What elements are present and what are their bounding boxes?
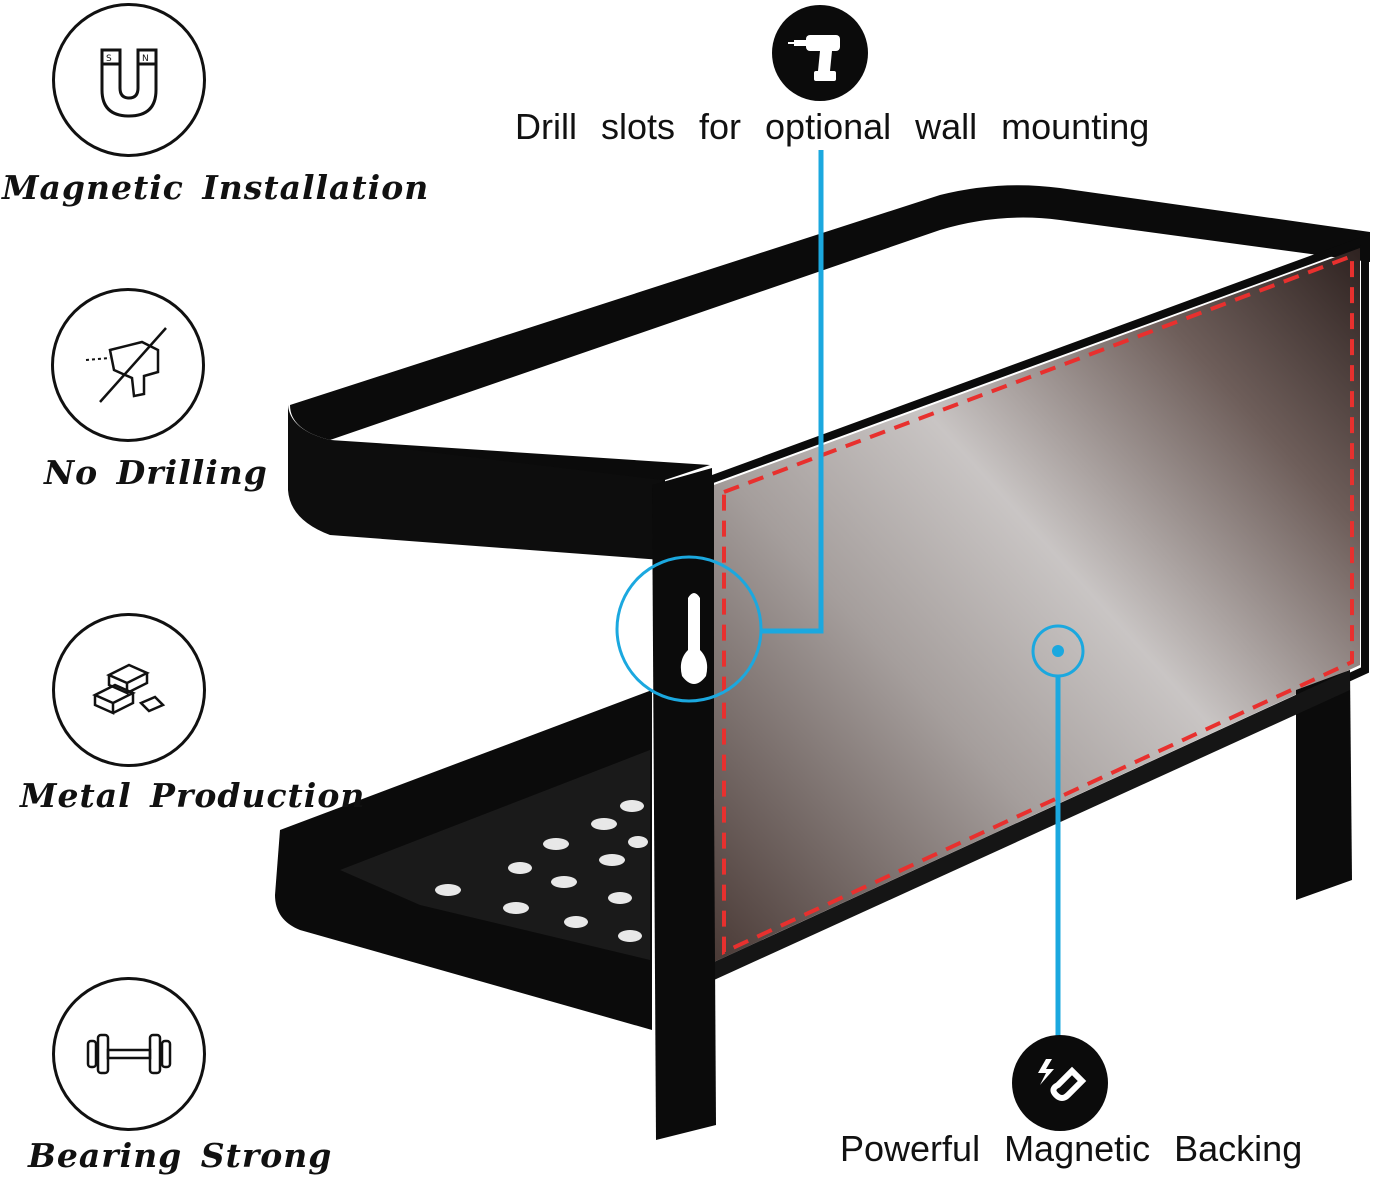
tray-surface xyxy=(340,750,650,960)
magnet-lightning-icon xyxy=(1038,1059,1087,1101)
slot-highlight-ring xyxy=(615,555,763,703)
rack-right-leg xyxy=(1296,670,1352,900)
svg-text:S: S xyxy=(106,54,112,64)
feature-label-bearing: Bearing Strong xyxy=(28,1136,333,1175)
rack-front-post xyxy=(652,468,716,1140)
feature-label-no-drilling: No Drilling xyxy=(44,453,268,492)
dumbbell-icon xyxy=(86,1033,172,1075)
keyhole-slot xyxy=(680,593,708,684)
metal-bars-icon xyxy=(92,663,166,715)
feature-label-metal: Metal Production xyxy=(20,776,366,815)
feature-badge-magnetic: S N xyxy=(52,3,206,157)
slot-leader-line xyxy=(762,150,824,634)
magnetic-backing-caption: Powerful Magnetic Backing xyxy=(840,1128,1303,1169)
svg-text:N: N xyxy=(142,54,149,64)
dashed-magnet-outline xyxy=(722,253,1354,956)
magnet-target-dot xyxy=(1052,645,1064,657)
tray-drain-holes xyxy=(435,800,648,942)
drill-badge xyxy=(772,5,868,101)
rack-top-frame xyxy=(290,185,1370,560)
feature-badge-metal xyxy=(52,613,206,767)
magnetic-back-panel xyxy=(714,248,1360,962)
no-drill-icon xyxy=(85,327,167,403)
drill-slots-caption: Drill slots for optional wall mounting xyxy=(515,106,1150,147)
power-drill-icon xyxy=(788,35,840,81)
feature-badge-bearing xyxy=(52,977,206,1131)
u-magnet-icon: S N xyxy=(100,48,158,118)
rack-bottom-rail xyxy=(714,670,1350,980)
feature-badge-no-drilling xyxy=(51,288,205,442)
rack-top-frame-side xyxy=(288,405,662,560)
feature-label-magnetic: Magnetic Installation xyxy=(2,168,430,207)
magnet-badge xyxy=(1012,1035,1108,1131)
